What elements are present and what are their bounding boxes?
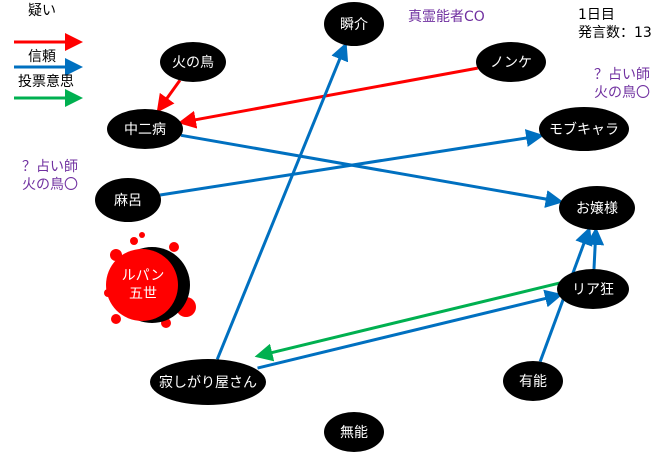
day-label: 1日目 (578, 7, 615, 23)
node-riakyo[interactable]: リア狂 (557, 269, 629, 309)
node-nonke[interactable]: ノンケ (476, 42, 546, 82)
svg-text:麻呂: 麻呂 (114, 193, 142, 209)
svg-text:中二病: 中二病 (124, 122, 166, 138)
node-mob[interactable]: モブキャラ (539, 107, 629, 151)
svg-text:火の鳥: 火の鳥 (172, 55, 214, 71)
node-sabishi[interactable]: 寂しがり屋さん (150, 359, 266, 405)
medium-co-label: 真霊能者CO (408, 9, 485, 25)
svg-text:お嬢様: お嬢様 (576, 201, 618, 217)
svg-text:寂しがり屋さん: 寂しがり屋さん (159, 375, 257, 391)
svg-text:有能: 有能 (519, 374, 547, 390)
node-maro[interactable]: 麻呂 (95, 178, 161, 222)
note-right: ？占い師火の鳥〇 (594, 67, 650, 101)
node-shunsuke[interactable]: 瞬介 (324, 2, 384, 46)
edge-riakyo-ojou (586, 226, 605, 270)
svg-text:瞬介: 瞬介 (340, 17, 368, 33)
note-left: ？占い師火の鳥〇 (22, 159, 78, 193)
edge-hinotori-chuni (156, 79, 182, 113)
svg-text:モブキャラ: モブキャラ (549, 121, 619, 138)
edge-chuni-ojou (180, 133, 564, 208)
node-label-lupin: ルパン五世 (121, 268, 165, 302)
svg-text:リア狂: リア狂 (572, 282, 614, 298)
node-hinotori[interactable]: 火の鳥 (160, 42, 226, 82)
node-ojou[interactable]: お嬢様 (559, 186, 635, 230)
edge-riakyo-sabishi (254, 281, 561, 362)
legend-label-trust: 信頼 (28, 49, 56, 65)
edge-nonke-chuni (177, 66, 478, 129)
svg-text:無能: 無能 (340, 425, 368, 441)
legend-label-doubt: 疑い (28, 3, 56, 19)
svg-text:ノンケ: ノンケ (490, 55, 532, 71)
node-muno[interactable]: 無能 (324, 412, 384, 452)
node-lupin[interactable] (104, 232, 196, 328)
edge-sabishi-shunsuke (215, 42, 349, 360)
legend-label-vote: 投票意思 (18, 74, 74, 90)
edge-sabishi-riakyo (257, 289, 563, 370)
node-chuni[interactable]: 中二病 (107, 109, 183, 149)
edge-maro-mob (159, 129, 545, 197)
post-count: 発言数：13 (578, 25, 652, 41)
node-yuno[interactable]: 有能 (503, 361, 563, 401)
